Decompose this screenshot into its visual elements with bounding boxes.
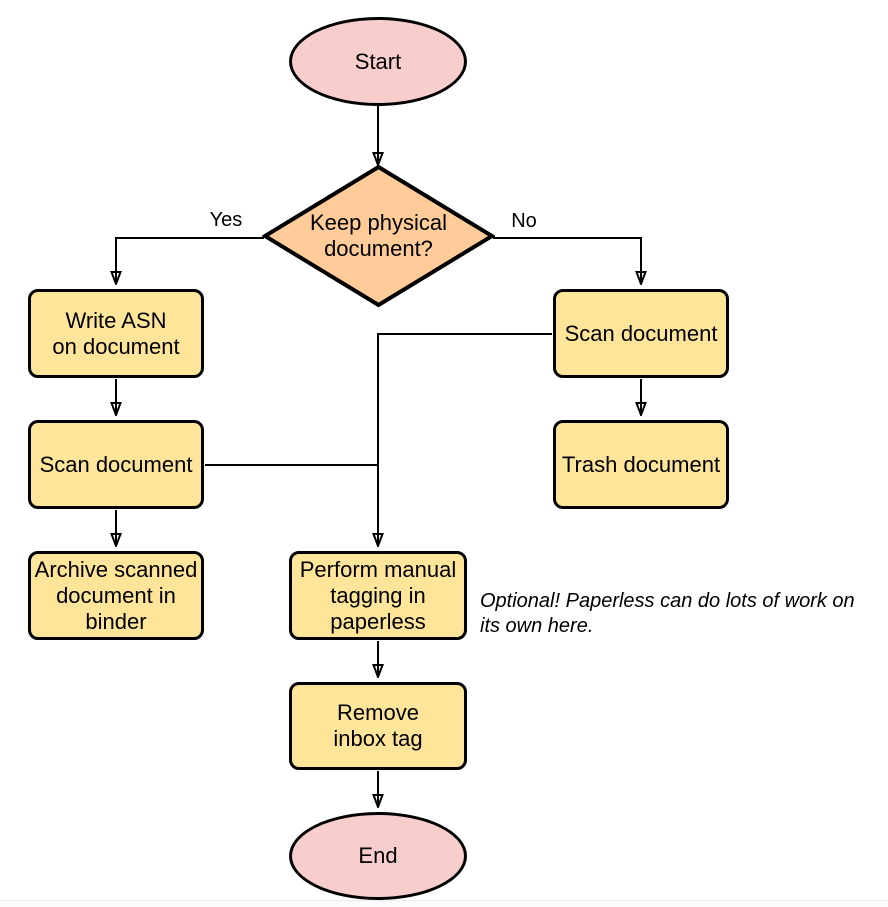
edge-decision-yes-to-write-asn: [116, 237, 264, 283]
optional-note: Optional! Paperless can do lots of work …: [480, 590, 855, 637]
node-scan-document-right: Scan document: [553, 289, 729, 378]
node-start-label: Start: [354, 48, 402, 74]
decision-diamond-shape: [262, 164, 495, 308]
node-remove-inbox-tag-label: Remove inbox tag: [333, 700, 423, 751]
node-remove-inbox-tag: Remove inbox tag: [289, 682, 467, 770]
node-trash-document: Trash document: [553, 420, 729, 509]
node-decision: Keep physical document?: [262, 164, 495, 308]
edge-label-no: No: [498, 210, 550, 232]
node-decision-label: Keep physical document?: [310, 210, 447, 261]
node-scan-document-left-label: Scan document: [39, 451, 193, 477]
node-archive-document-label: Archive scanned document in binder: [34, 556, 198, 634]
node-start: Start: [289, 17, 467, 106]
page-bottom-divider: [0, 900, 888, 907]
edge-label-yes: Yes: [200, 209, 252, 231]
node-end: End: [289, 812, 467, 900]
node-end-label: End: [358, 843, 398, 868]
edge-decision-no-to-scan-right: [493, 237, 641, 283]
node-archive-document: Archive scanned document in binder: [28, 551, 204, 640]
node-scan-document-right-label: Scan document: [564, 320, 718, 346]
node-manual-tagging-label: Perform manual tagging in paperless: [299, 556, 457, 634]
node-manual-tagging: Perform manual tagging in paperless: [289, 551, 467, 640]
node-trash-document-label: Trash document: [561, 451, 721, 477]
node-write-asn: Write ASN on document: [28, 289, 204, 378]
node-write-asn-label: Write ASN on document: [52, 307, 180, 359]
edge-scan-right-to-tagging: [378, 333, 552, 545]
node-scan-document-left: Scan document: [28, 420, 204, 509]
